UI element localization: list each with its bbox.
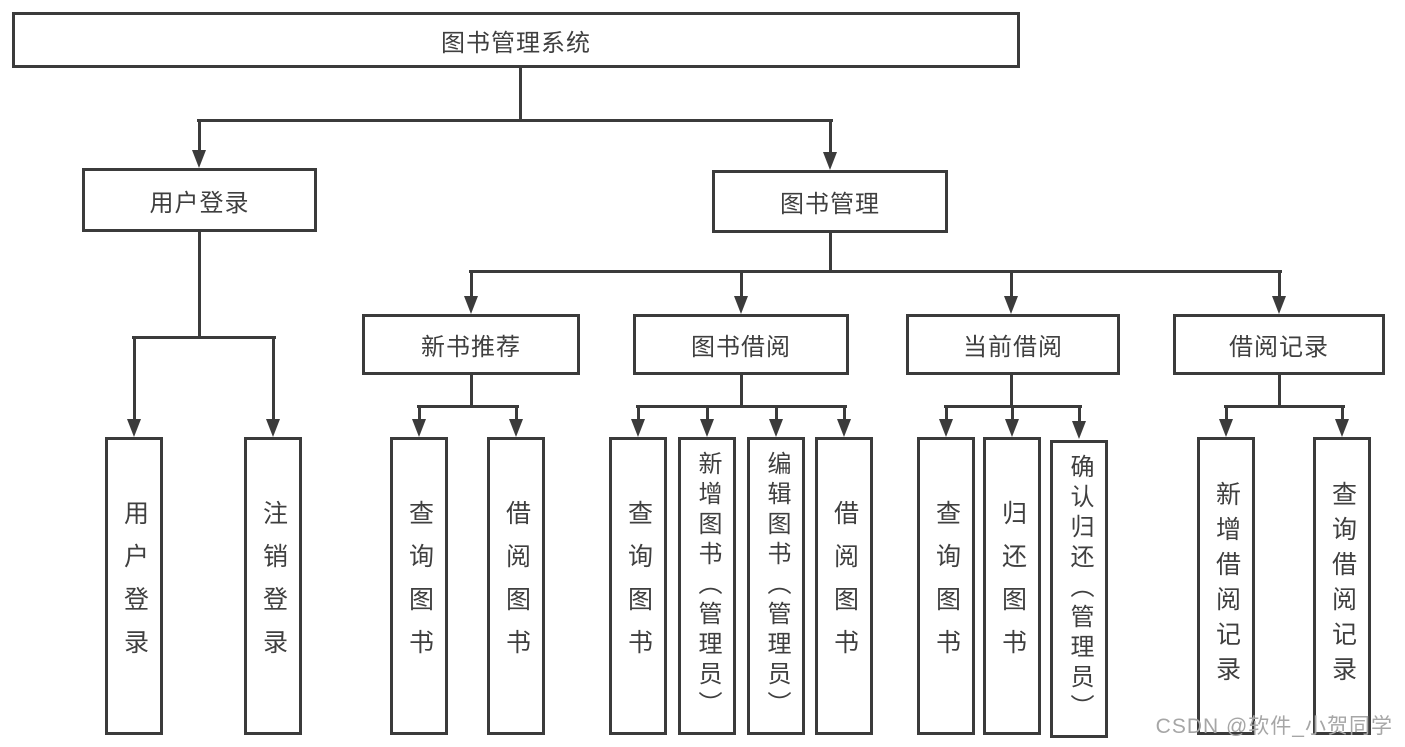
- arrowhead-icon: [1219, 419, 1233, 437]
- arrowhead-icon: [464, 296, 478, 314]
- edge-userlogin-stem: [198, 232, 201, 339]
- edge-cb-drop: [1078, 405, 1081, 421]
- edge-nbr-drop: [515, 405, 518, 421]
- arrowhead-icon: [769, 419, 783, 437]
- node-book-mgmt: 图书管理: [712, 170, 948, 233]
- edge-cb-stem: [1010, 375, 1013, 408]
- node-cb-return-book: 归还图书: [983, 437, 1041, 735]
- node-cb-query-book: 查询图书: [917, 437, 975, 735]
- node-book-borrow: 图书借阅: [633, 314, 849, 375]
- node-bb-query-book: 查询图书: [609, 437, 667, 735]
- node-borrow-records-label: 借阅记录: [1229, 334, 1329, 361]
- edge-br-stem: [1278, 375, 1281, 408]
- edge-bookmgmt-branch: [469, 270, 1282, 273]
- node-login-label: 用户登录: [120, 500, 149, 672]
- node-bb-edit-book-admin-label: 编辑图书（管理员）: [763, 451, 790, 721]
- node-borrow-records: 借阅记录: [1173, 314, 1385, 375]
- edge-bb-drop: [637, 405, 640, 421]
- edge-bookmgmt-drop: [470, 270, 473, 298]
- node-bb-add-book-admin-label: 新增图书（管理员）: [694, 451, 721, 721]
- edge-bb-drop: [775, 405, 778, 421]
- arrowhead-icon: [700, 419, 714, 437]
- node-logout: 注销登录: [244, 437, 302, 735]
- arrowhead-icon: [1005, 419, 1019, 437]
- node-current-borrow-label: 当前借阅: [963, 334, 1063, 361]
- node-nbr-query-book-label: 查询图书: [405, 500, 434, 672]
- edge-cb-drop: [1011, 405, 1014, 421]
- node-book-mgmt-label: 图书管理: [780, 191, 880, 218]
- edge-userlogin-drop: [133, 336, 136, 421]
- node-br-add-record-label: 新增借阅记录: [1212, 481, 1241, 691]
- node-cb-query-book-label: 查询图书: [932, 500, 961, 672]
- edge-root-drop-left: [198, 119, 201, 151]
- edge-root-stem: [519, 68, 522, 122]
- arrowhead-icon: [412, 419, 426, 437]
- node-cb-confirm-return-admin: 确认归还（管理员）: [1050, 440, 1108, 738]
- arrowhead-icon: [509, 419, 523, 437]
- node-nbr-borrow-book-label: 借阅图书: [502, 500, 531, 672]
- edge-bb-drop: [843, 405, 846, 421]
- edge-bb-stem: [740, 375, 743, 408]
- arrowhead-icon: [1335, 419, 1349, 437]
- node-cb-return-book-label: 归还图书: [998, 500, 1027, 672]
- arrowhead-icon: [1004, 296, 1018, 314]
- edge-userlogin-branch: [132, 336, 276, 339]
- arrowhead-icon: [1272, 296, 1286, 314]
- csdn-watermark: CSDN @软件_小贺同学: [1155, 715, 1393, 738]
- node-bb-borrow-book-label: 借阅图书: [830, 500, 859, 672]
- node-cb-confirm-return-admin-label: 确认归还（管理员）: [1066, 454, 1093, 724]
- arrowhead-icon: [631, 419, 645, 437]
- node-root: 图书管理系统: [12, 12, 1020, 68]
- edge-root-branch: [197, 119, 833, 122]
- edge-root-drop-right: [829, 119, 832, 153]
- node-bb-edit-book-admin: 编辑图书（管理员）: [747, 437, 805, 735]
- node-root-label: 图书管理系统: [441, 29, 591, 57]
- edge-br-branch: [1224, 405, 1345, 408]
- edge-bb-drop: [706, 405, 709, 421]
- arrowhead-icon: [192, 150, 206, 168]
- arrowhead-icon: [266, 419, 280, 437]
- node-user-login: 用户登录: [82, 168, 317, 232]
- edge-nbr-stem: [470, 375, 473, 408]
- edge-bookmgmt-stem: [829, 233, 832, 273]
- node-login: 用户登录: [105, 437, 163, 735]
- node-nbr-borrow-book: 借阅图书: [487, 437, 545, 735]
- node-bb-query-book-label: 查询图书: [624, 500, 653, 672]
- edge-cb-drop: [945, 405, 948, 421]
- node-logout-label: 注销登录: [259, 500, 288, 672]
- edge-nbr-branch: [417, 405, 519, 408]
- arrowhead-icon: [734, 296, 748, 314]
- node-new-book-rec-label: 新书推荐: [421, 334, 521, 361]
- edge-bookmgmt-drop: [740, 270, 743, 298]
- node-new-book-rec: 新书推荐: [362, 314, 580, 375]
- edge-userlogin-drop: [272, 336, 275, 421]
- edge-bb-branch: [636, 405, 847, 408]
- arrowhead-icon: [127, 419, 141, 437]
- arrowhead-icon: [1072, 421, 1086, 439]
- arrowhead-icon: [837, 419, 851, 437]
- node-book-borrow-label: 图书借阅: [691, 334, 791, 361]
- edge-nbr-drop: [418, 405, 421, 421]
- edge-bookmgmt-drop: [1010, 270, 1013, 298]
- node-nbr-query-book: 查询图书: [390, 437, 448, 735]
- node-current-borrow: 当前借阅: [906, 314, 1120, 375]
- node-br-add-record: 新增借阅记录: [1197, 437, 1255, 735]
- edge-br-drop: [1225, 405, 1228, 421]
- node-user-login-label: 用户登录: [149, 189, 250, 217]
- node-bb-borrow-book: 借阅图书: [815, 437, 873, 735]
- arrowhead-icon: [823, 152, 837, 170]
- node-br-query-record-label: 查询借阅记录: [1328, 481, 1357, 691]
- node-bb-add-book-admin: 新增图书（管理员）: [678, 437, 736, 735]
- edge-bookmgmt-drop: [1278, 270, 1281, 298]
- arrowhead-icon: [939, 419, 953, 437]
- node-br-query-record: 查询借阅记录: [1313, 437, 1371, 735]
- edge-br-drop: [1341, 405, 1344, 421]
